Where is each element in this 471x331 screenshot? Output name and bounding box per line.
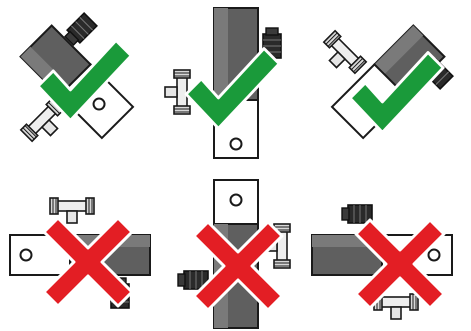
panel-top-center — [165, 8, 281, 158]
panel-top-right — [317, 26, 452, 138]
panel-bottom-left — [10, 198, 150, 308]
valve-top-right — [317, 31, 366, 80]
panel-bottom-right — [312, 205, 452, 319]
panel-top-left — [21, 13, 133, 147]
connector-bottom-right — [342, 205, 372, 223]
panel-bottom-center — [178, 180, 290, 328]
